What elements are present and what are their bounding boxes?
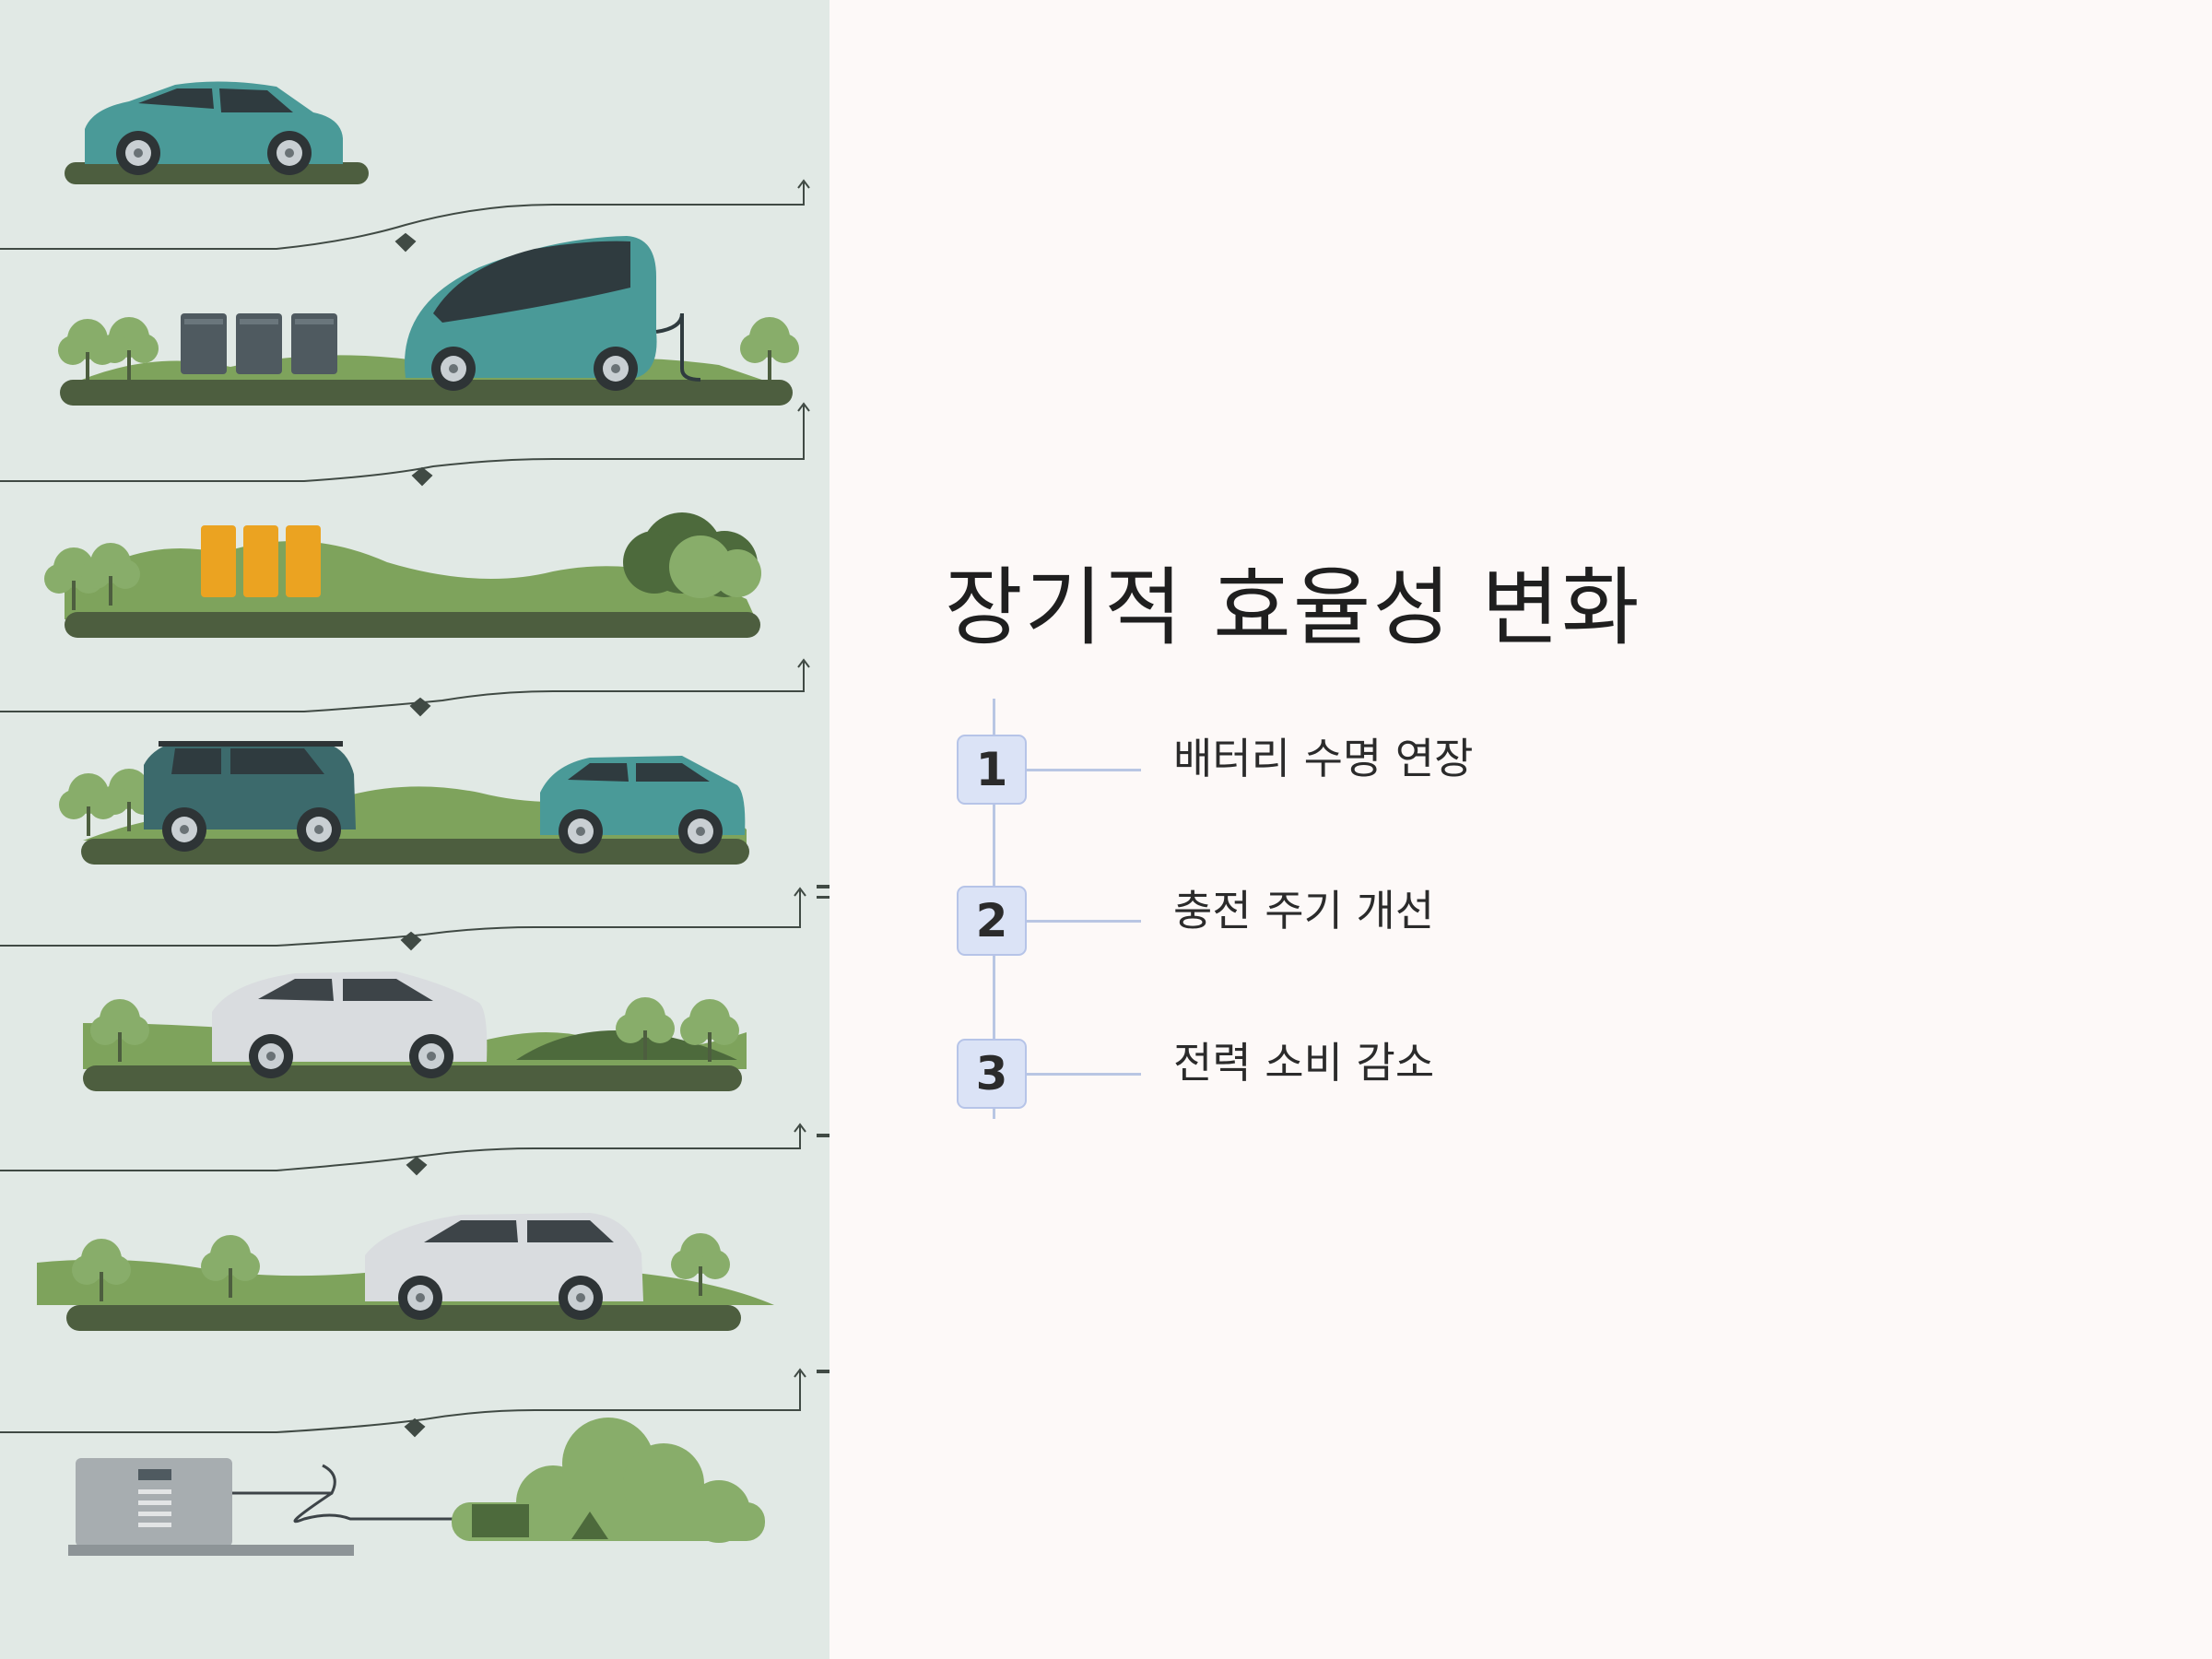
step-2-badge: 2: [957, 886, 1027, 956]
step-1-badge: 1: [957, 735, 1027, 805]
scene-silver-hatchback-charging: [83, 971, 747, 1091]
scene-orange-batteries: [44, 512, 761, 638]
step-3-label: 전력 소비 감소: [1173, 1038, 1435, 1088]
step-1-label: 배터리 수명 연장: [1173, 734, 1474, 783]
step-1-connector: [1027, 769, 1141, 771]
ev-illustration-panel: [0, 0, 830, 1659]
step-3-badge: 3: [957, 1039, 1027, 1109]
scene-silver-suv-trees: [37, 1213, 774, 1331]
clipped-edge-text: [817, 885, 830, 1373]
step-2-connector: [1027, 920, 1141, 923]
scene-charging-station: [68, 1418, 765, 1556]
scene-two-suvs: [59, 741, 749, 865]
connector-line-6: [0, 1368, 806, 1438]
step-2-label: 충전 주기 개선: [1173, 886, 1435, 935]
scene-pod-car-batteries: [58, 236, 799, 406]
connector-line-1: [0, 179, 810, 253]
scene-teal-hatchback: [65, 81, 369, 184]
connector-line-2: [0, 402, 810, 487]
slide-title: 장기적 효율성 변화: [945, 559, 1641, 657]
connector-line-4: [0, 887, 806, 951]
connector-line-3: [0, 658, 810, 717]
step-3-connector: [1027, 1073, 1141, 1076]
connector-line-5: [0, 1123, 806, 1176]
